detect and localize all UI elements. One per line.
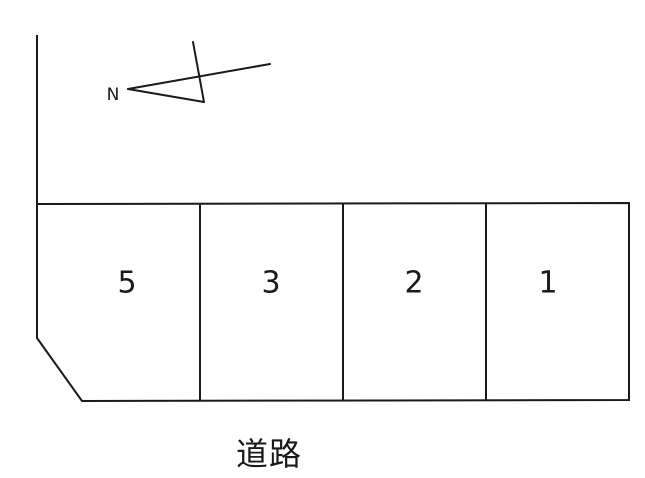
north-arrow-icon bbox=[127, 41, 271, 103]
lot-3-label: 3 bbox=[261, 265, 281, 301]
lot-1-label: 1 bbox=[538, 265, 558, 301]
north-label: N bbox=[106, 85, 120, 105]
property-boundary bbox=[36, 35, 630, 403]
lots-outline bbox=[36, 201, 630, 403]
lot-5-label: 5 bbox=[117, 265, 137, 301]
lot-2-label: 2 bbox=[404, 265, 424, 301]
road-label: 道路 bbox=[235, 435, 303, 473]
